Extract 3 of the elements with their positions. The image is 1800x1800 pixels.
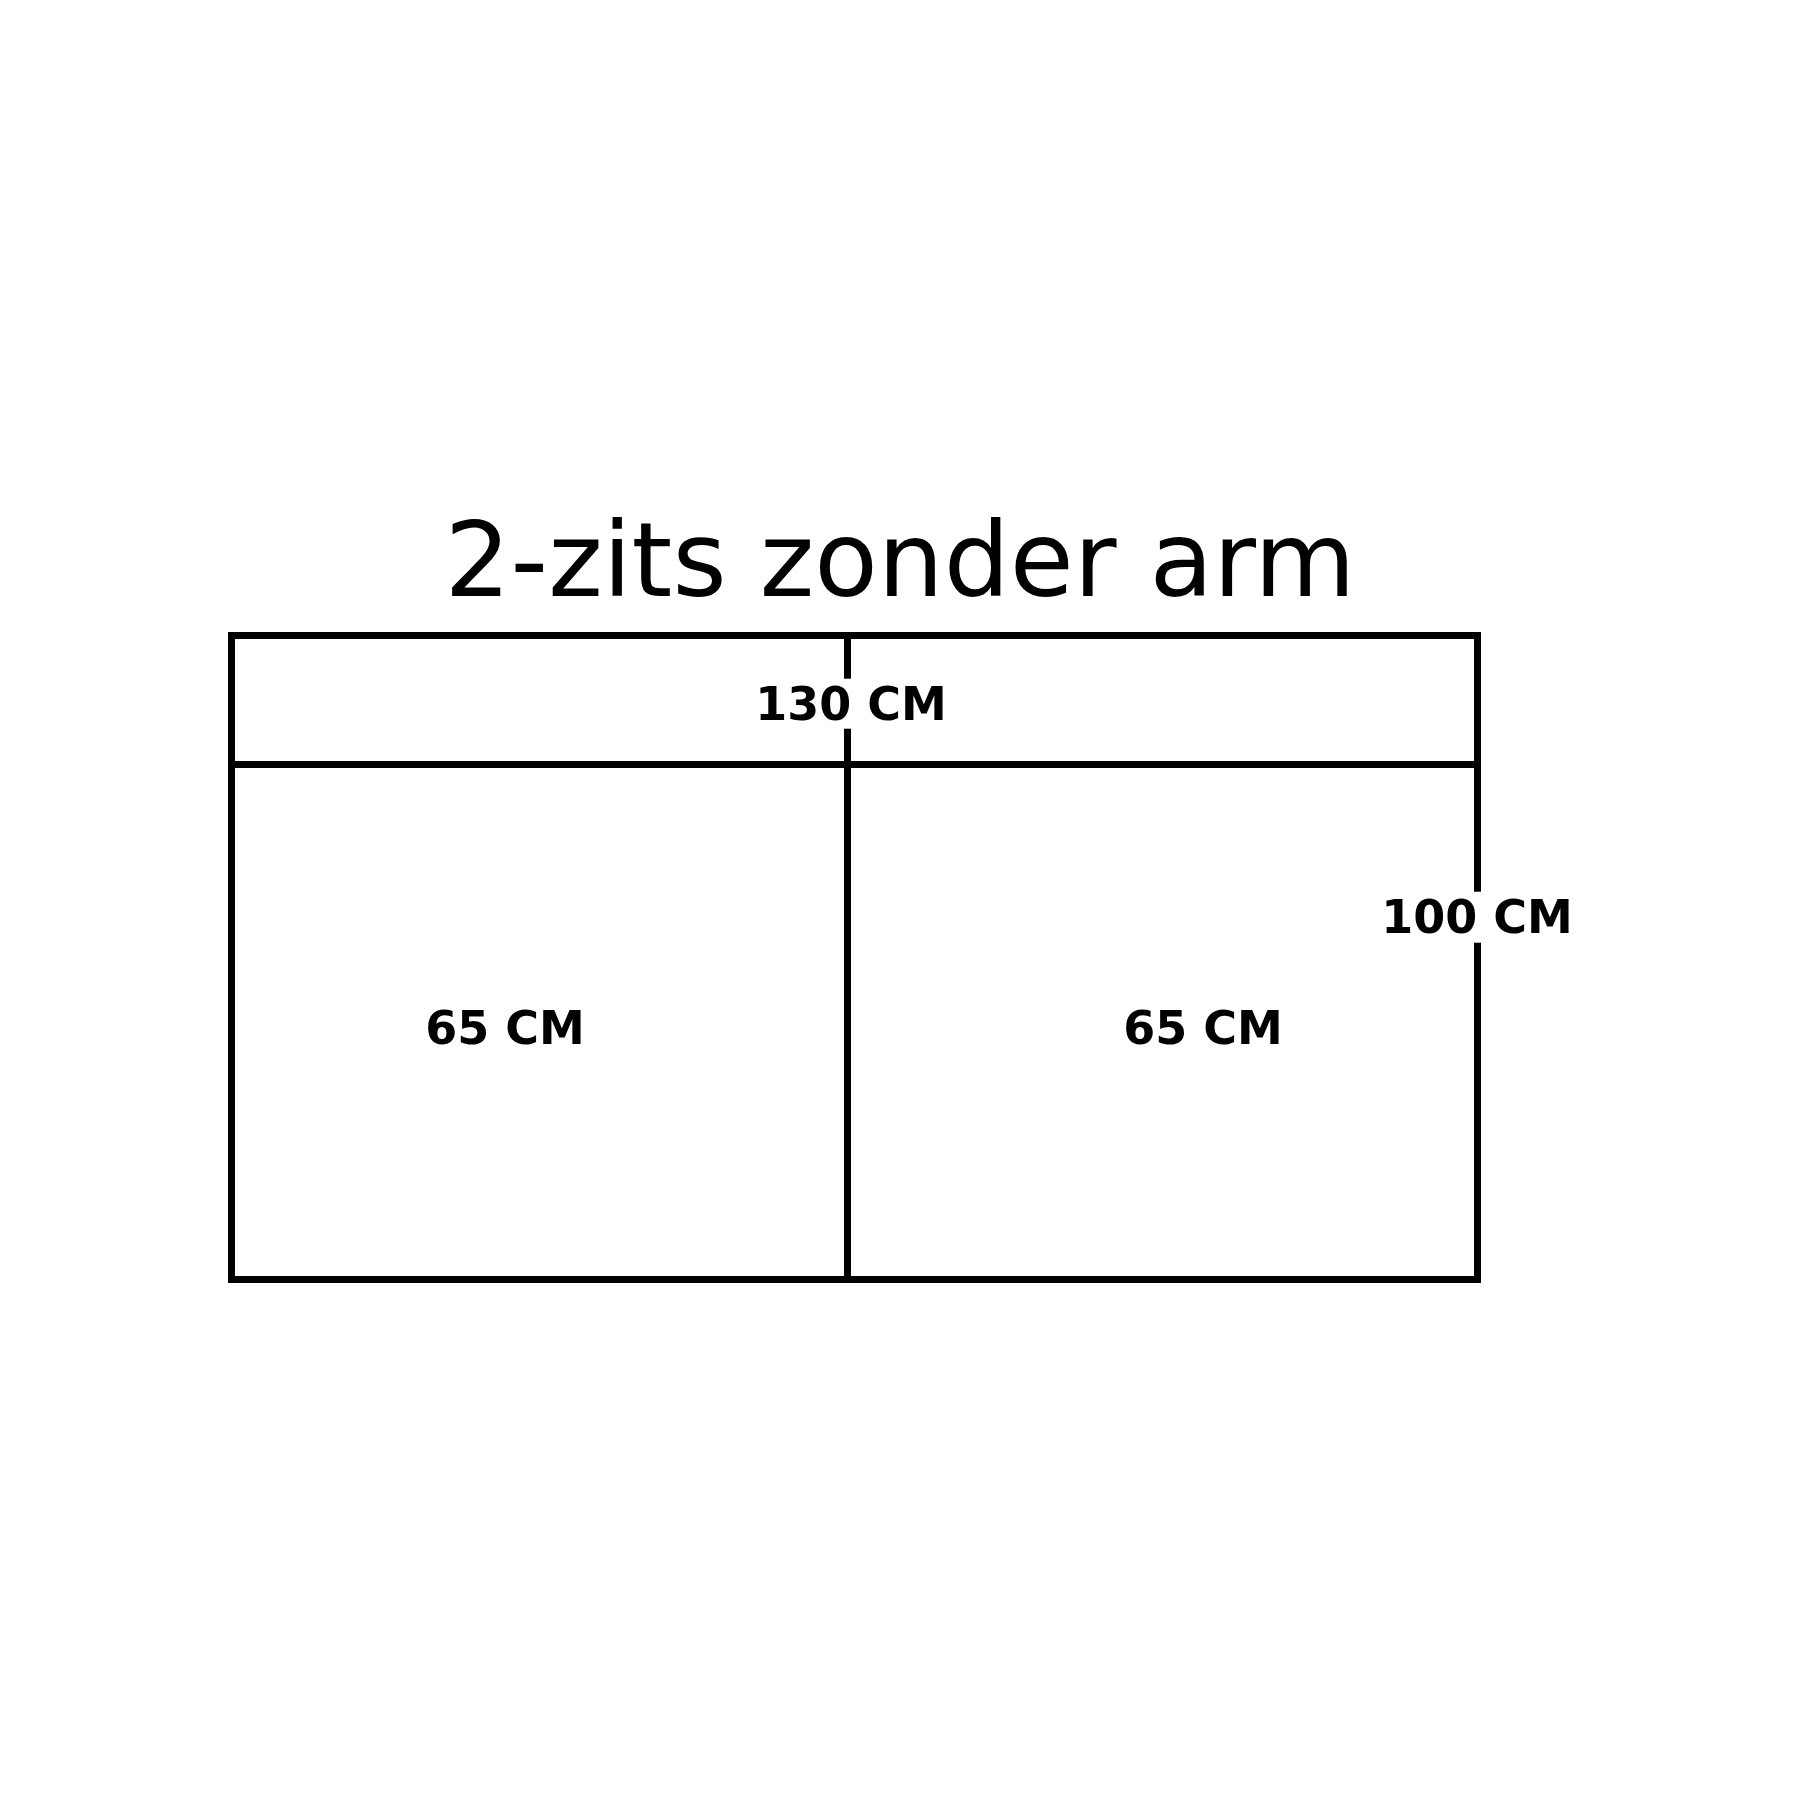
title: 2-zits zonder arm [444,499,1356,621]
sofa-outline [228,632,1481,1283]
backrest-band [235,639,1474,768]
